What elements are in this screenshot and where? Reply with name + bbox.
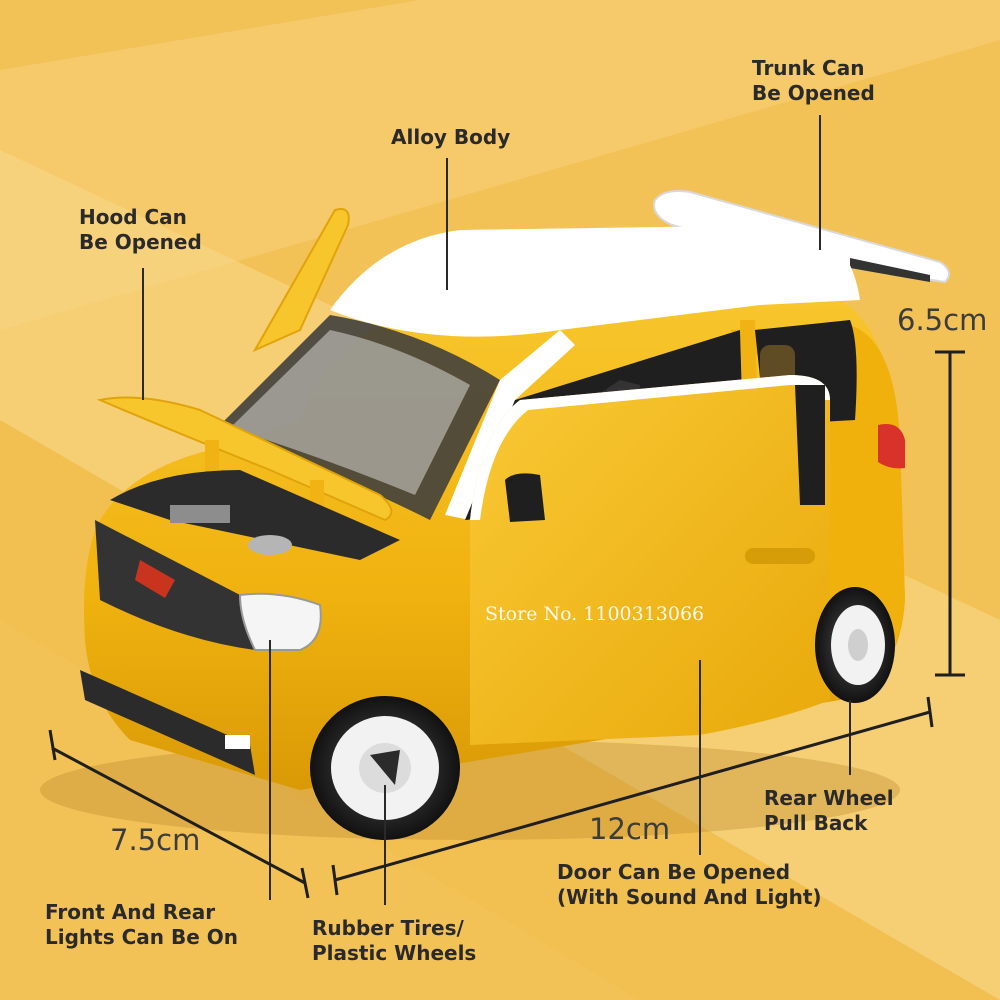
open-door — [470, 375, 830, 745]
windshield — [215, 315, 500, 520]
callout-lines — [142, 115, 851, 905]
lower-grille — [80, 670, 255, 775]
door-handle — [745, 548, 815, 564]
engine-bay — [110, 470, 400, 560]
fog-light — [225, 735, 250, 749]
dimension-length: 12cm — [589, 812, 671, 846]
brand-badge — [135, 560, 175, 598]
side-mirror — [505, 473, 545, 522]
a-pillar — [445, 330, 575, 520]
car-roof — [330, 225, 860, 337]
callout-trunk: Trunk Can Be Opened — [752, 56, 875, 105]
dimension-lines — [48, 350, 965, 899]
dimension-width: 7.5cm — [110, 823, 201, 857]
callout-door: Door Can Be Opened (With Sound And Light… — [557, 860, 822, 909]
front-wheel — [310, 696, 460, 840]
dimension-height: 6.5cm — [897, 303, 988, 337]
rear-wheel — [815, 587, 895, 703]
callout-hood: Hood Can Be Opened — [79, 205, 202, 254]
store-watermark: Store No. 1100313066 — [485, 603, 705, 625]
background-band-top — [0, 0, 1000, 330]
callout-alloy-body: Alloy Body — [391, 125, 511, 149]
open-hood — [96, 208, 393, 540]
front-grille — [95, 520, 255, 650]
callout-tires: Rubber Tires/ Plastic Wheels — [312, 916, 477, 965]
tail-light — [878, 424, 905, 469]
callout-lights: Front And Rear Lights Can Be On — [45, 900, 238, 949]
headlight — [238, 592, 322, 651]
callout-rear-wheel: Rear Wheel Pull Back — [764, 786, 894, 835]
